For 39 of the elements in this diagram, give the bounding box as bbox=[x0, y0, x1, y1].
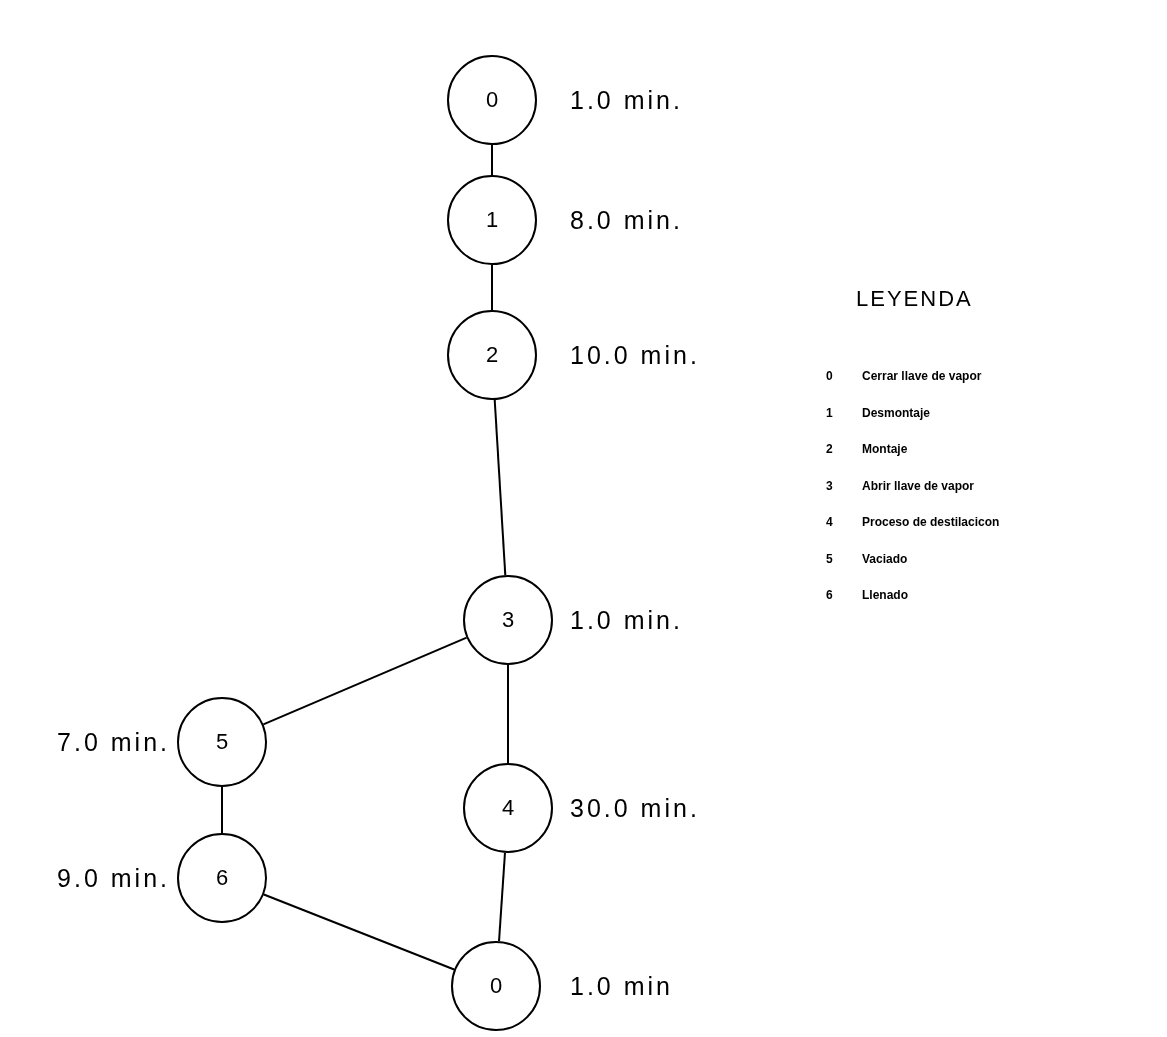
legend-number: 6 bbox=[826, 589, 833, 601]
legend-text: Abrir llave de vapor bbox=[862, 479, 975, 492]
node-number: 0 bbox=[485, 89, 499, 111]
legend-number: 5 bbox=[826, 552, 833, 565]
connector-line bbox=[221, 786, 223, 834]
node-number: 4 bbox=[501, 797, 515, 819]
duration-label: 7.0 min. bbox=[57, 729, 170, 755]
node-number: 5 bbox=[215, 731, 229, 753]
node-number: 6 bbox=[215, 867, 229, 889]
connector-line bbox=[493, 398, 507, 577]
duration-label: 8.0 min. bbox=[570, 207, 683, 233]
legend-number: 1 bbox=[826, 406, 833, 419]
legend-text: Desmontaje bbox=[862, 406, 931, 419]
legend-text: Llenado bbox=[862, 589, 908, 601]
duration-label: 10.0 min. bbox=[570, 342, 700, 368]
node-number: 1 bbox=[485, 209, 499, 231]
connector-line bbox=[498, 851, 506, 943]
duration-label: 1.0 min. bbox=[570, 87, 683, 113]
connector-line bbox=[262, 636, 468, 726]
legend-number: 4 bbox=[826, 516, 833, 528]
duration-label: 1.0 min. bbox=[570, 607, 683, 633]
legend-number: 2 bbox=[826, 443, 833, 455]
connector-line bbox=[262, 893, 456, 971]
node-number: 2 bbox=[485, 344, 499, 366]
legend-text: Vaciado bbox=[862, 552, 908, 565]
legend-number: 0 bbox=[826, 370, 833, 382]
connector-line bbox=[507, 664, 509, 764]
duration-label: 9.0 min. bbox=[57, 865, 170, 891]
connector-line bbox=[491, 264, 493, 311]
node-number: 0 bbox=[489, 975, 503, 997]
legend-title: LEYENDA bbox=[856, 288, 973, 310]
connector-line bbox=[491, 144, 493, 176]
legend-text: Proceso de destilacicon bbox=[862, 516, 1000, 528]
duration-label: 1.0 min bbox=[570, 973, 673, 999]
legend-number: 3 bbox=[826, 479, 833, 492]
node-number: 3 bbox=[501, 609, 515, 631]
legend-text: Cerrar llave de vapor bbox=[862, 370, 982, 382]
legend-text: Montaje bbox=[862, 443, 908, 455]
duration-label: 30.0 min. bbox=[570, 795, 700, 821]
